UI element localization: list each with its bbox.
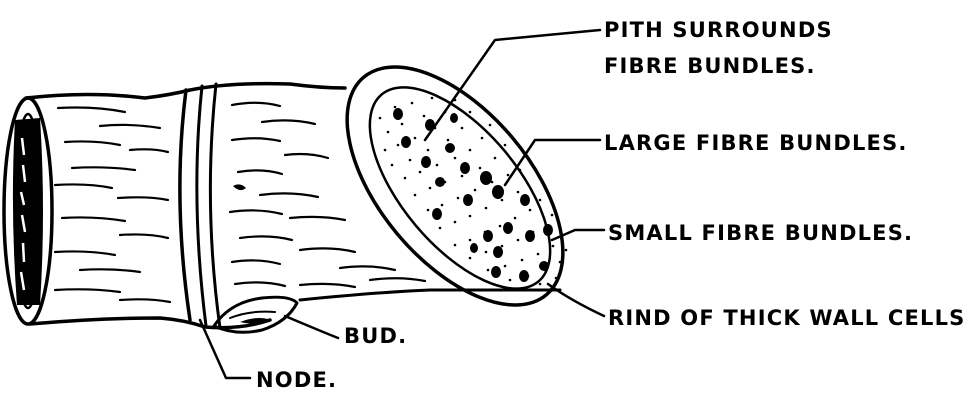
leaf-scar [233,184,246,190]
label-bud: BUD. [344,324,407,348]
pointer-rind [548,284,604,316]
label-large-fibre-bundles: LARGE FIBRE BUNDLES. [604,131,908,155]
label-pith-line2: FIBRE BUNDLES. [604,54,816,78]
small-fibre-bundles [379,97,568,286]
label-pith-line1: PITH SURROUNDS [604,18,833,42]
label-small-fibre-bundles: SMALL FIBRE BUNDLES. [608,221,913,245]
pointer-bud [285,316,338,338]
label-node: NODE. [256,368,337,392]
node-ring [180,84,220,328]
label-rind: RIND OF THICK WALL CELLS. [608,306,964,330]
left-cut-end [4,98,52,324]
